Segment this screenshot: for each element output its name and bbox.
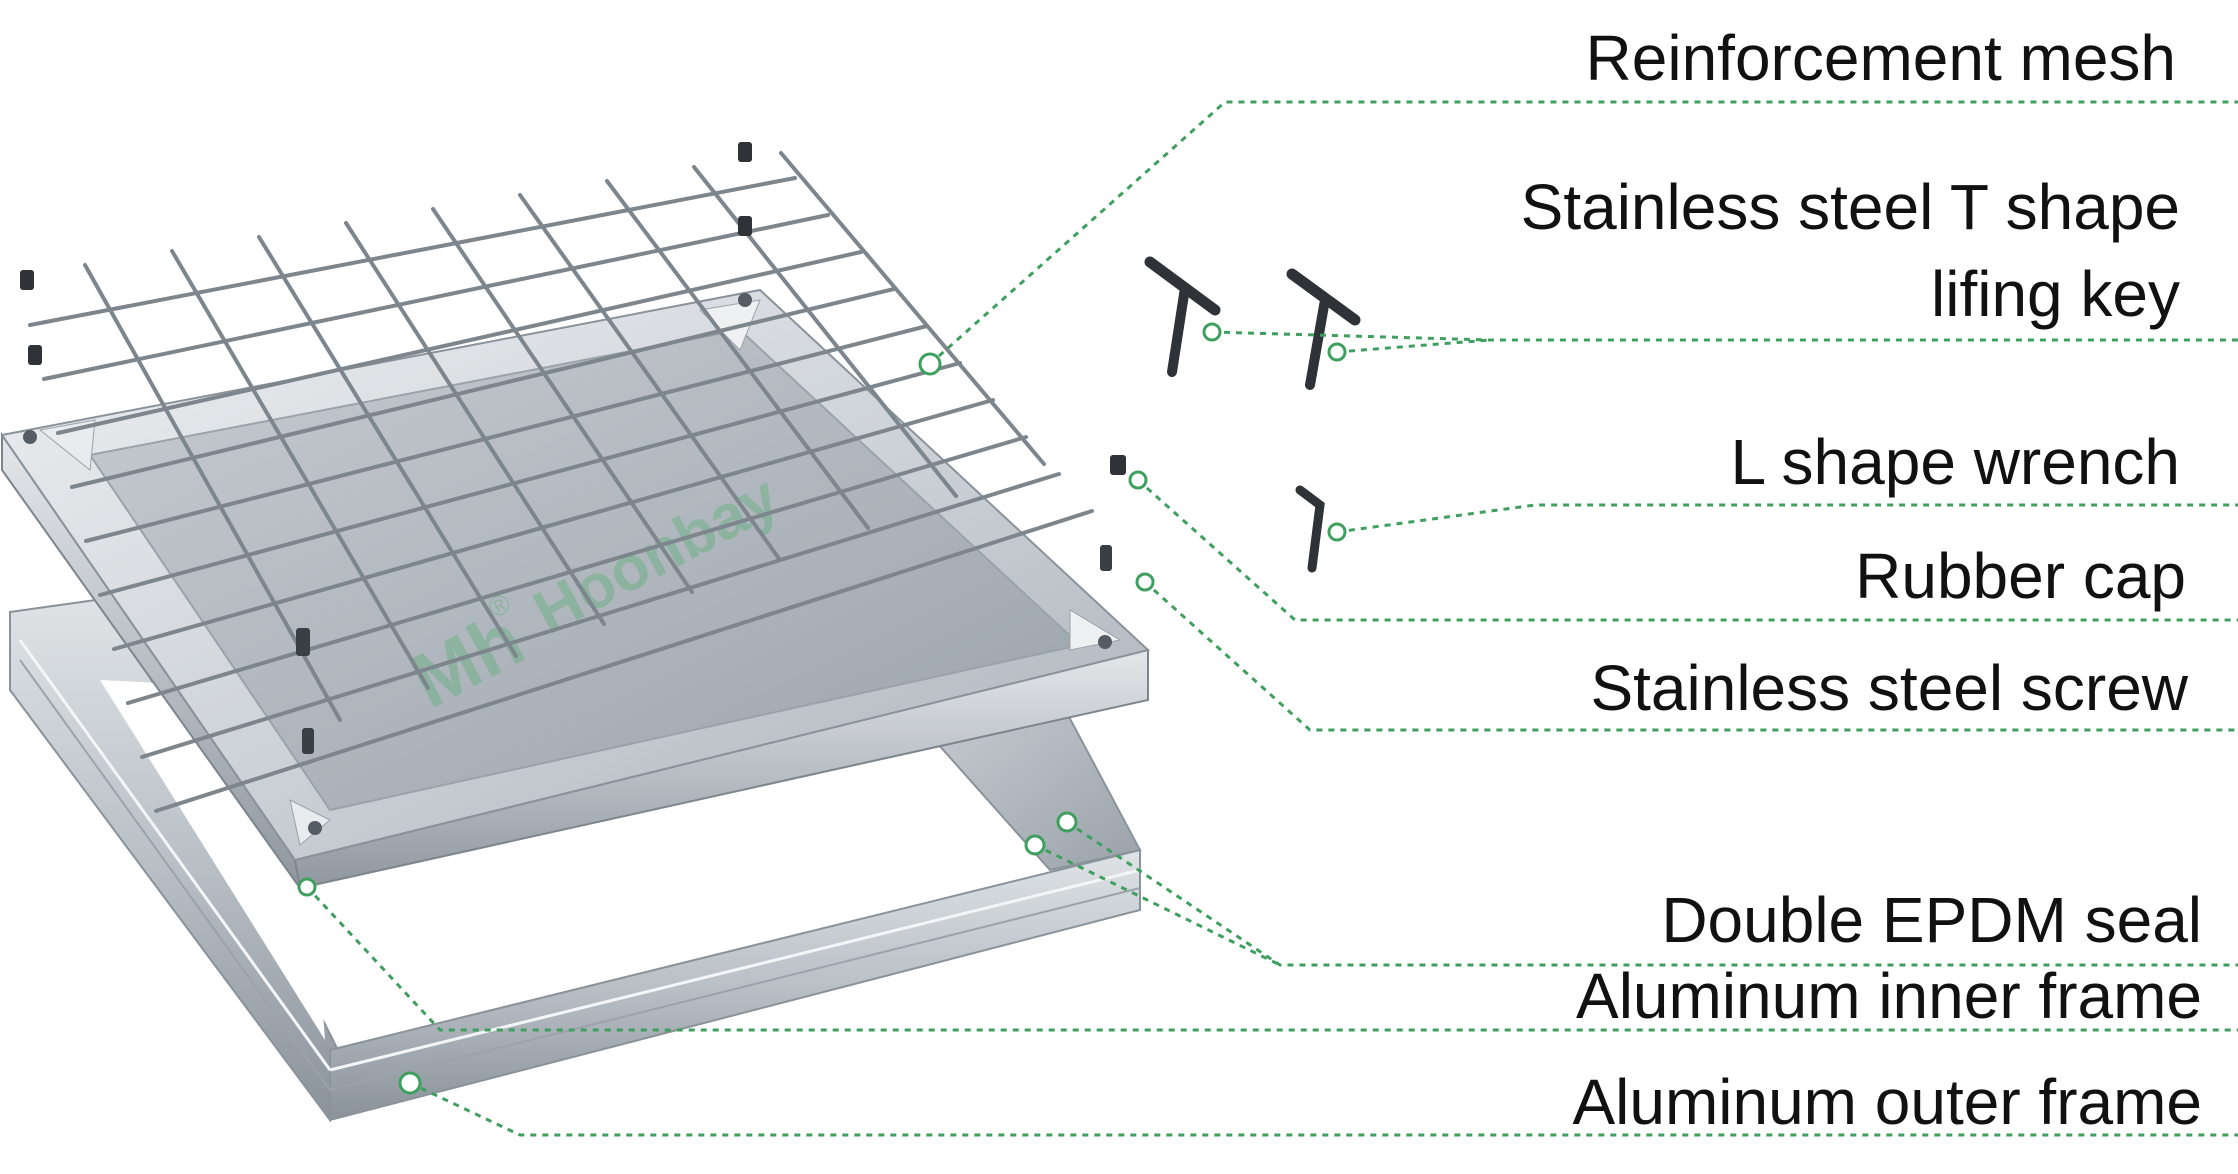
leader-markers [297, 322, 1347, 1095]
label-outer-frame: Aluminum outer frame [1572, 1066, 2202, 1138]
screw [302, 728, 314, 754]
cover-tray [0, 288, 1151, 890]
label-reinforcement-mesh: Reinforcement mesh [1585, 22, 2176, 94]
rubber-cap [28, 345, 42, 365]
leader-epdm-seal-2 [1034, 843, 1281, 967]
mesh-rod [84, 324, 929, 543]
label-rubber-cap: Rubber cap [1855, 540, 2186, 612]
leader-screw [1143, 580, 2238, 732]
rubber-caps [20, 142, 1126, 475]
t-shape-lifting-keys [1144, 256, 1361, 390]
label-inner-frame: Aluminum inner frame [1576, 960, 2202, 1032]
stainless-screws [296, 545, 1112, 754]
marker-screw [1135, 572, 1155, 592]
leader-l-wrench [1336, 503, 2238, 534]
rubber-cap [20, 270, 34, 290]
marker-t-key-2 [1327, 342, 1347, 362]
label-l-wrench: L shape wrench [1730, 426, 2180, 498]
marker-inner-frame [297, 877, 317, 897]
label-t-key-line2: lifing key [1931, 258, 2180, 330]
mesh-rod [154, 509, 1094, 813]
mesh-rod [170, 249, 430, 690]
mesh-rod [42, 213, 830, 381]
mesh-rod [28, 176, 797, 327]
t-key [1144, 256, 1221, 377]
marker-outer-frame [398, 1071, 422, 1095]
mesh-rod [126, 435, 1028, 705]
rubber-cap [738, 142, 752, 162]
l-shape-wrench [1295, 485, 1325, 573]
mesh-rod [257, 235, 518, 658]
rubber-cap [738, 216, 752, 236]
mesh-rod [98, 361, 962, 597]
rubber-cap [1110, 455, 1126, 475]
leader-outer-frame [409, 1081, 2238, 1137]
leader-t-key [1211, 330, 2238, 342]
screw [1100, 545, 1112, 571]
mesh-rod [692, 165, 958, 498]
screw [296, 628, 310, 656]
mesh-rod [112, 398, 995, 651]
mesh-rod [70, 287, 896, 489]
mesh-rod [779, 151, 1046, 466]
leader-lines [305, 100, 2238, 1137]
marker-epdm-seal [1056, 811, 1078, 833]
label-t-key-line1: Stainless steel T shape [1520, 171, 2180, 243]
mesh-rod [605, 179, 870, 530]
leader-inner-frame [305, 885, 2238, 1032]
mesh-rod [344, 221, 606, 626]
mesh-rod [56, 250, 863, 435]
label-epdm-seal: Double EPDM seal [1661, 884, 2202, 956]
t-key [1286, 268, 1361, 390]
mesh-rod [431, 207, 694, 594]
marker-rubber-cap [1128, 470, 1148, 490]
leader-t-key-2 [1336, 338, 1491, 354]
marker-mesh [918, 352, 942, 376]
marker-epdm-seal-2 [1024, 834, 1046, 856]
marker-t-key [1202, 322, 1222, 342]
mesh-rod [518, 193, 782, 562]
leader-reinforcement-mesh [929, 100, 2238, 366]
marker-l-wrench [1327, 522, 1347, 542]
leader-epdm-seal [1066, 820, 2238, 967]
label-screw: Stainless steel screw [1590, 652, 2188, 724]
frame-outer-front-side [329, 848, 1141, 1122]
